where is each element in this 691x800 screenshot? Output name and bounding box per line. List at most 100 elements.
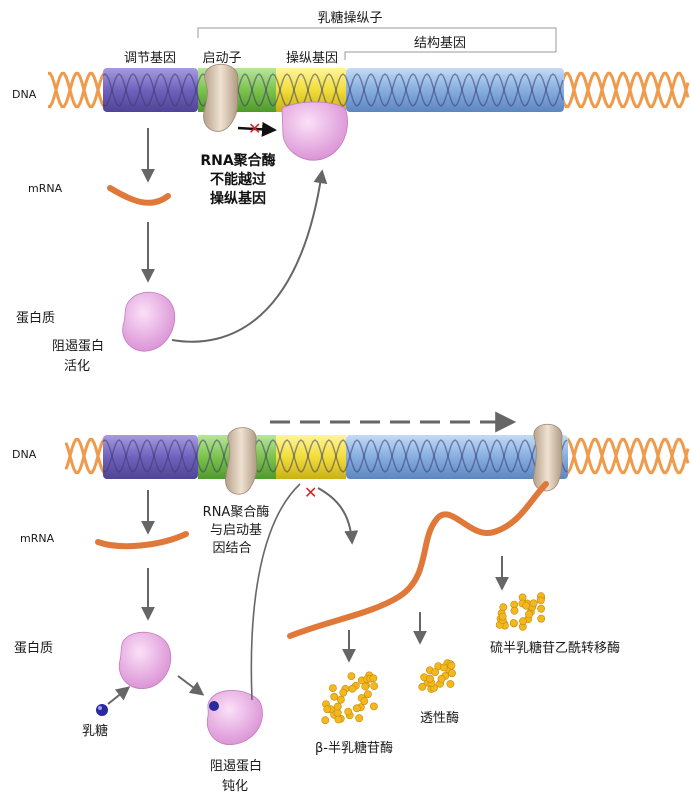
lactose-label: 乳糖 bbox=[82, 723, 108, 739]
rna-polymerase-bottom bbox=[225, 427, 258, 495]
lactose-molecule bbox=[96, 704, 108, 716]
rnap-note-line1: RNA聚合酶 bbox=[200, 152, 275, 169]
dna-helix-tails bbox=[48, 71, 690, 109]
operon-label: 乳糖操纵子 bbox=[317, 10, 382, 26]
arrow-repressor-to-operator bbox=[171, 169, 328, 343]
polycistronic-mrna bbox=[287, 481, 549, 639]
helix-strand bbox=[48, 71, 112, 109]
bottom-panel: DNA ✕ RNA聚合酶 与启动基 因结合 mRNA 蛋白质 乳糖 bbox=[12, 411, 690, 794]
repressor-bound bbox=[281, 101, 348, 161]
structural-bracket bbox=[344, 51, 556, 60]
enzyme-bead bbox=[537, 614, 546, 623]
enzyme-bead bbox=[360, 697, 369, 705]
enzyme-bead bbox=[439, 663, 448, 672]
enzyme-bead bbox=[339, 688, 348, 697]
inactive-repressor bbox=[206, 690, 263, 746]
enzyme-bead bbox=[333, 702, 342, 711]
arrow-repressor-away bbox=[317, 487, 359, 545]
enzyme-bead bbox=[370, 682, 379, 690]
beta-galactosidase bbox=[321, 671, 379, 725]
transacetylase-label: 硫半乳糖苷乙酰转移酶 bbox=[490, 640, 620, 656]
enzyme-bead bbox=[529, 599, 538, 608]
inactive-repressor-line1: 阻遏蛋白 bbox=[210, 758, 262, 774]
helix-strand bbox=[48, 71, 112, 109]
repressor-label-line2: 活化 bbox=[64, 359, 90, 374]
helix-strand bbox=[102, 73, 564, 107]
arrow-inactive-from-operator bbox=[250, 483, 301, 701]
helix-strand bbox=[566, 437, 690, 475]
enzyme-bead bbox=[499, 603, 508, 612]
enzyme-bead bbox=[431, 668, 440, 676]
rnap-note-line3: 操纵基因 bbox=[210, 190, 266, 207]
enzyme-bead bbox=[446, 680, 455, 688]
promoter-label: 启动子 bbox=[202, 51, 241, 66]
enzyme-bead bbox=[330, 692, 339, 701]
enzyme-bead bbox=[418, 683, 427, 691]
rnap-bottom-line3: 因结合 bbox=[212, 541, 251, 556]
enzyme-bead bbox=[537, 604, 545, 613]
stop-mark: ✕ bbox=[248, 119, 261, 138]
protein-label-bottom: 蛋白质 bbox=[14, 640, 53, 656]
inactive-repressor-line2: 钝化 bbox=[222, 779, 248, 794]
rna-polymerase-end bbox=[533, 423, 563, 492]
regulator-gene-segment-bottom bbox=[103, 435, 198, 479]
mrna-strand bbox=[107, 185, 171, 206]
enzyme-bead bbox=[448, 669, 456, 678]
helix-strand bbox=[102, 439, 568, 473]
permease-label: 透性酶 bbox=[420, 710, 459, 726]
dna-label: DNA bbox=[12, 88, 37, 101]
enzyme-bead bbox=[321, 716, 330, 725]
stop-mark-operator: ✕ bbox=[304, 483, 317, 502]
protein-label: 蛋白质 bbox=[16, 310, 55, 326]
enzyme-bead bbox=[509, 619, 518, 627]
top-panel: 乳糖操纵子 调节基因 启动子 操纵基因 结构基因 DNA ✕ RNA聚合酶 不能… bbox=[12, 10, 690, 374]
helix-strand bbox=[64, 437, 112, 475]
enzyme-bead bbox=[348, 684, 357, 693]
enzyme-bead bbox=[426, 674, 434, 683]
permease bbox=[418, 659, 456, 693]
transacetylase bbox=[495, 592, 546, 631]
enzyme-bead bbox=[336, 695, 345, 704]
enzyme-bead bbox=[334, 715, 343, 724]
mrna-strand-bottom bbox=[95, 531, 189, 550]
enzyme-bead bbox=[328, 684, 337, 692]
enzyme-bead bbox=[519, 617, 527, 626]
dna-helix-inner bbox=[102, 73, 564, 107]
enzyme-bead bbox=[525, 610, 533, 619]
rnap-bottom-line1: RNA聚合酶 bbox=[203, 504, 270, 520]
enzyme-bead bbox=[361, 682, 370, 691]
repressor-label-line1: 阻遏蛋白 bbox=[52, 338, 104, 354]
enzyme-bead bbox=[352, 704, 361, 713]
enzyme-bead bbox=[323, 705, 332, 714]
repressor-protein-bottom bbox=[118, 631, 172, 690]
helix-strand bbox=[102, 73, 564, 107]
arrow-lactose-to-repressor bbox=[107, 686, 131, 705]
blocked-transcription-arrow bbox=[237, 121, 277, 137]
enzyme-bead bbox=[347, 672, 356, 680]
structural-genes-label: 结构基因 bbox=[414, 36, 466, 51]
enzyme-bead bbox=[369, 702, 378, 711]
regulator-gene-segment bbox=[103, 68, 198, 112]
helix-strand bbox=[64, 437, 112, 475]
enzyme-bead bbox=[536, 596, 545, 605]
structural-genes-segment bbox=[346, 68, 564, 112]
enzyme-bead bbox=[498, 612, 507, 621]
bound-lactose bbox=[209, 701, 219, 711]
dna-label-bottom: DNA bbox=[12, 448, 37, 461]
dna-helix-tails-bottom bbox=[64, 437, 690, 475]
repressor-protein bbox=[122, 291, 176, 352]
enzyme-bead bbox=[522, 601, 531, 610]
enzyme-bead bbox=[344, 707, 353, 716]
helix-strand bbox=[558, 71, 690, 109]
enzyme-bead bbox=[437, 675, 446, 683]
enzyme-bead bbox=[363, 690, 372, 699]
operator-gene-label: 操纵基因 bbox=[286, 50, 338, 66]
regulator-gene-label: 调节基因 bbox=[124, 51, 176, 66]
mrna-label: mRNA bbox=[28, 182, 63, 195]
operon-bracket bbox=[197, 27, 557, 52]
helix-strand bbox=[566, 437, 690, 475]
dna-helix-inner-bottom bbox=[102, 439, 568, 473]
rnap-bottom-line2: 与启动基 bbox=[210, 523, 262, 538]
enzyme-bead bbox=[369, 674, 378, 683]
